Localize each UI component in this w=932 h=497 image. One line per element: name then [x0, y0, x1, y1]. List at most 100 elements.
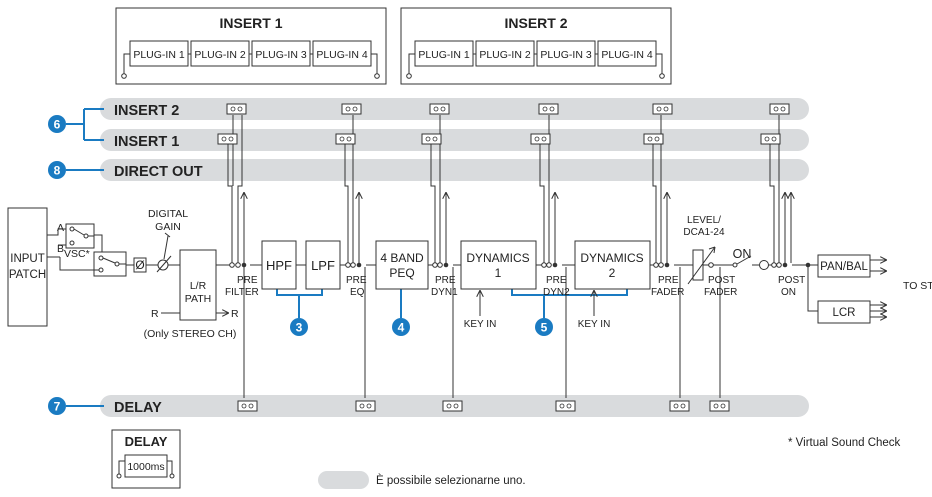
output-arrows: [870, 260, 886, 317]
lr-path-label-1: L/R: [190, 280, 207, 292]
pre-filter-label-2: FILTER: [225, 287, 259, 298]
svg-text:3: 3: [296, 321, 303, 335]
peq-label-2: PEQ: [389, 266, 414, 280]
insert-1-plugin-1-label: PLUG-IN 1: [133, 49, 185, 61]
lpf-block[interactable]: [305, 240, 341, 290]
peq-block[interactable]: [375, 240, 429, 290]
lr-path-note: (Only STEREO CH): [144, 328, 237, 340]
jack-dots: [221, 106, 786, 409]
direct-out-bus-label: DIRECT OUT: [114, 164, 203, 180]
delay-box: DELAY 1000ms: [111, 429, 181, 489]
delay-value-field[interactable]: [124, 454, 168, 478]
main-signal-path: [47, 228, 818, 312]
dynamics-2-block[interactable]: [574, 240, 651, 290]
callouts: 6 8 7 3 4 5: [48, 115, 553, 415]
delay-value: 1000ms: [127, 461, 164, 473]
legend-text: È possibile selezionarne uno.: [376, 474, 526, 487]
direct-out-bus: [100, 159, 809, 181]
dynamics-2-label-2: 2: [609, 266, 616, 280]
insert-2-plugin-3-label: PLUG-IN 3: [540, 49, 592, 61]
digital-gain-label-2: GAIN: [155, 221, 181, 233]
footnote: * Virtual Sound Check: [788, 437, 901, 449]
input-a-label: A: [57, 222, 64, 234]
delay-bus-label: DELAY: [114, 400, 162, 416]
hpf-label: HPF: [266, 258, 292, 273]
phase-symbol: Ø: [135, 258, 144, 272]
svg-text:8: 8: [54, 164, 61, 178]
insert-1-plugin-3-label: PLUG-IN 3: [255, 49, 307, 61]
insert-2-bus: [100, 98, 809, 120]
pre-eq-label-2: EQ: [350, 287, 365, 298]
post-on-label-2: ON: [781, 287, 796, 298]
post-fader-label-1: POST: [708, 275, 735, 286]
pre-dyn2-label-2: DYN2: [543, 287, 570, 298]
digital-gain-knob[interactable]: [156, 232, 172, 273]
lcr-label: LCR: [832, 307, 855, 319]
insert-1-box: INSERT 1 PLUG-IN 1 PLUG-IN 2 PLUG-IN 3 P…: [115, 7, 387, 85]
callout-6: [48, 115, 66, 133]
lr-path-block[interactable]: [179, 249, 217, 321]
dynamics-1-block[interactable]: [460, 240, 537, 290]
insert-1-title: INSERT 1: [219, 15, 282, 31]
insert-2-box: INSERT 2 PLUG-IN 1 PLUG-IN 2 PLUG-IN 3 P…: [400, 7, 672, 85]
bus-patch-jacks[interactable]: [217, 103, 790, 412]
insert-1-bus: [100, 129, 809, 151]
to-st-label: TO ST: [903, 280, 932, 292]
legend-swatch: [318, 471, 369, 489]
digital-gain-label-1: DIGITAL: [148, 208, 188, 220]
callout-7: [48, 397, 66, 415]
lpf-label: LPF: [311, 258, 335, 273]
dynamics-1-label-2: 1: [495, 266, 502, 280]
on-label: ON: [733, 247, 752, 261]
insert-1-plugin-2-label: PLUG-IN 2: [194, 49, 246, 61]
delay-box-title: DELAY: [125, 434, 168, 449]
input-patch-label-2: PATCH: [9, 269, 46, 281]
pre-dyn2-label-1: PRE: [546, 275, 567, 286]
insert-2-bus-label: INSERT 2: [114, 103, 179, 119]
insert-1-plugin-1[interactable]: [129, 40, 189, 67]
insert-2-plugin-1[interactable]: [414, 40, 474, 67]
level-fader[interactable]: [687, 246, 716, 285]
input-patch-label-1: INPUT: [10, 253, 45, 265]
phase-button[interactable]: [133, 257, 147, 273]
callout-3: [290, 318, 308, 336]
pre-dyn1-label-1: PRE: [435, 275, 456, 286]
pre-fader-label-1: PRE: [658, 275, 679, 286]
insert-2-plugin-4-label: PLUG-IN 4: [601, 49, 653, 61]
dynamics-1-label-1: DYNAMICS: [466, 251, 529, 265]
vsc-label: VSC*: [64, 248, 90, 260]
insert-1-plugin-2[interactable]: [190, 40, 250, 67]
callout-8: [48, 161, 66, 179]
dyn1-key-in-label: KEY IN: [464, 319, 497, 330]
insert-1-plugin-4-label: PLUG-IN 4: [316, 49, 368, 61]
input-patch-block[interactable]: [7, 207, 48, 327]
dynamics-2-label-1: DYNAMICS: [580, 251, 643, 265]
pan-bal-block[interactable]: [817, 254, 871, 278]
level-label-2: DCA1-24: [683, 227, 725, 238]
tap-junctions: [241, 262, 811, 268]
lr-path-label-2: PATH: [185, 293, 211, 305]
hpf-block[interactable]: [261, 240, 297, 290]
insert-1-bus-label: INSERT 1: [114, 134, 179, 150]
insert-2-plugin-2-label: PLUG-IN 2: [479, 49, 531, 61]
lcr-block[interactable]: [817, 300, 871, 324]
pre-fader-label-2: FADER: [651, 287, 684, 298]
level-label-1: LEVEL/: [687, 215, 721, 226]
post-fader-label-2: FADER: [704, 287, 737, 298]
post-on-label-1: POST: [778, 275, 805, 286]
svg-text:6: 6: [54, 118, 61, 132]
peq-label-1: 4 BAND: [380, 251, 424, 265]
insert-1-plugin-4[interactable]: [312, 40, 372, 67]
on-switch[interactable]: [732, 255, 769, 270]
pre-filter-label-1: PRE: [237, 275, 258, 286]
input-b-label: B: [57, 243, 64, 255]
callout-connectors: [66, 108, 628, 407]
callout-5: [535, 318, 553, 336]
insert-2-plugin-1-label: PLUG-IN 1: [418, 49, 470, 61]
pan-bal-label: PAN/BAL: [820, 261, 868, 273]
lr-path-r-in: R: [151, 308, 159, 320]
dyn2-key-in-label: KEY IN: [578, 319, 611, 330]
svg-text:5: 5: [541, 321, 548, 335]
lr-path-r-out: R: [231, 308, 239, 320]
